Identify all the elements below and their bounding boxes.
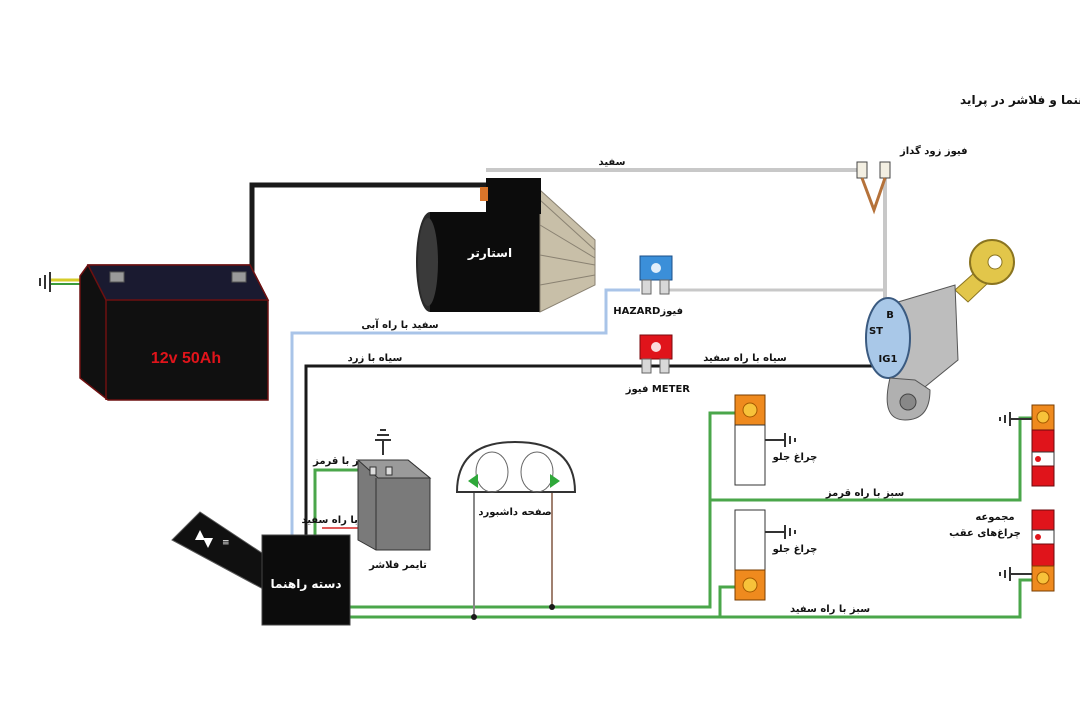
starter-label: استارتر: [467, 246, 512, 260]
starter-motor: استارتر: [416, 178, 596, 313]
wire-green-red-flasher: [313, 468, 370, 535]
battery-negative-terminal: [109, 271, 125, 283]
front-lamp-right-label: چراغ جلو: [772, 544, 818, 555]
flasher-timer: تایمر فلاشر: [356, 429, 432, 571]
junction-dot: [471, 614, 477, 620]
left-indicator-icon: [468, 474, 478, 488]
key-icon: [954, 239, 1015, 303]
ground-icon: [999, 412, 1032, 426]
wire-black-meter: [304, 364, 885, 535]
flasher-label: تایمر فلاشر: [368, 560, 427, 571]
switch-label: دسته راهنما: [270, 577, 341, 591]
ignition-terminal-b: B: [886, 310, 894, 321]
turn-signal-switch: ≡ دسته راهنما: [171, 511, 351, 626]
rear-lamp-left: [999, 404, 1055, 487]
wire-white-blue: [290, 288, 640, 535]
battery-positive-terminal: [231, 271, 247, 283]
wire-label-green-red-right: سبز با راه قرمز: [825, 488, 905, 499]
right-indicator-icon: [550, 474, 560, 488]
rear-group-label-line1: مجموعه: [975, 512, 1014, 523]
starter-solenoid: [486, 178, 541, 214]
turn-arrows-icon: ≡: [195, 530, 230, 548]
wire-green-white-right: [720, 578, 1032, 619]
wire-label-black-white: سیاه با راه سفید: [703, 353, 787, 364]
front-lamp-left-label: چراغ جلو: [772, 452, 818, 463]
starter-terminal: [480, 187, 488, 201]
ground-icon: [39, 272, 51, 292]
diagram-title: مدار راهنما و فلاشر در پراید: [960, 93, 1080, 108]
wire-green-left: [350, 411, 735, 609]
ground-icon: [375, 429, 391, 455]
front-lamp-right: چراغ جلو: [734, 509, 818, 601]
ignition-terminal-ig1: IG1: [879, 354, 898, 365]
junction-dot: [549, 604, 555, 610]
dashboard-label: صفحه داشبورد: [478, 507, 551, 518]
fusible-link-label: فیوز زود گداز: [899, 144, 968, 157]
battery-label: 12v 50Ah: [151, 350, 221, 367]
wire-label-green-white: سبز با راه سفید: [790, 604, 870, 615]
ground-icon: [784, 525, 796, 539]
hazard-fuse: HAZARDفیوز: [613, 255, 683, 317]
wire-label-black-yellow: سیاه با زرد: [348, 353, 403, 364]
meter-fuse-label: فیوز METER: [625, 384, 691, 395]
fusible-link: فیوز زود گداز: [856, 144, 968, 215]
wire-label-green-red: سبز با قرمز: [312, 456, 373, 467]
ignition-switch: B ST IG1: [865, 239, 1015, 421]
hazard-fuse-label: HAZARDفیوز: [613, 306, 683, 317]
ground-icon: [784, 433, 796, 447]
front-lamp-left: چراغ جلو: [734, 394, 818, 486]
battery: 12v 50Ah: [39, 264, 270, 401]
rear-lamp-right: [999, 509, 1055, 592]
wire-label-white: سفید: [599, 157, 626, 168]
ignition-terminal-st: ST: [869, 326, 883, 337]
meter-fuse: فیوز METER: [625, 334, 691, 395]
wire-label-white-blue: سفید با راه آبی: [361, 318, 438, 331]
wire-green-right: [350, 585, 735, 619]
dashboard-panel: صفحه داشبورد: [455, 440, 577, 518]
wire-label-red-white: قرمز با راه سفید: [301, 515, 386, 526]
ground-icon: [999, 567, 1032, 581]
svg-text:≡: ≡: [222, 538, 230, 548]
wire-labels: سفید سفید با راه آبی سیاه با زرد سیاه با…: [301, 157, 904, 615]
rear-group-label-line2: چراغ‌های عقب: [949, 528, 1021, 539]
wiring: [240, 168, 1032, 620]
